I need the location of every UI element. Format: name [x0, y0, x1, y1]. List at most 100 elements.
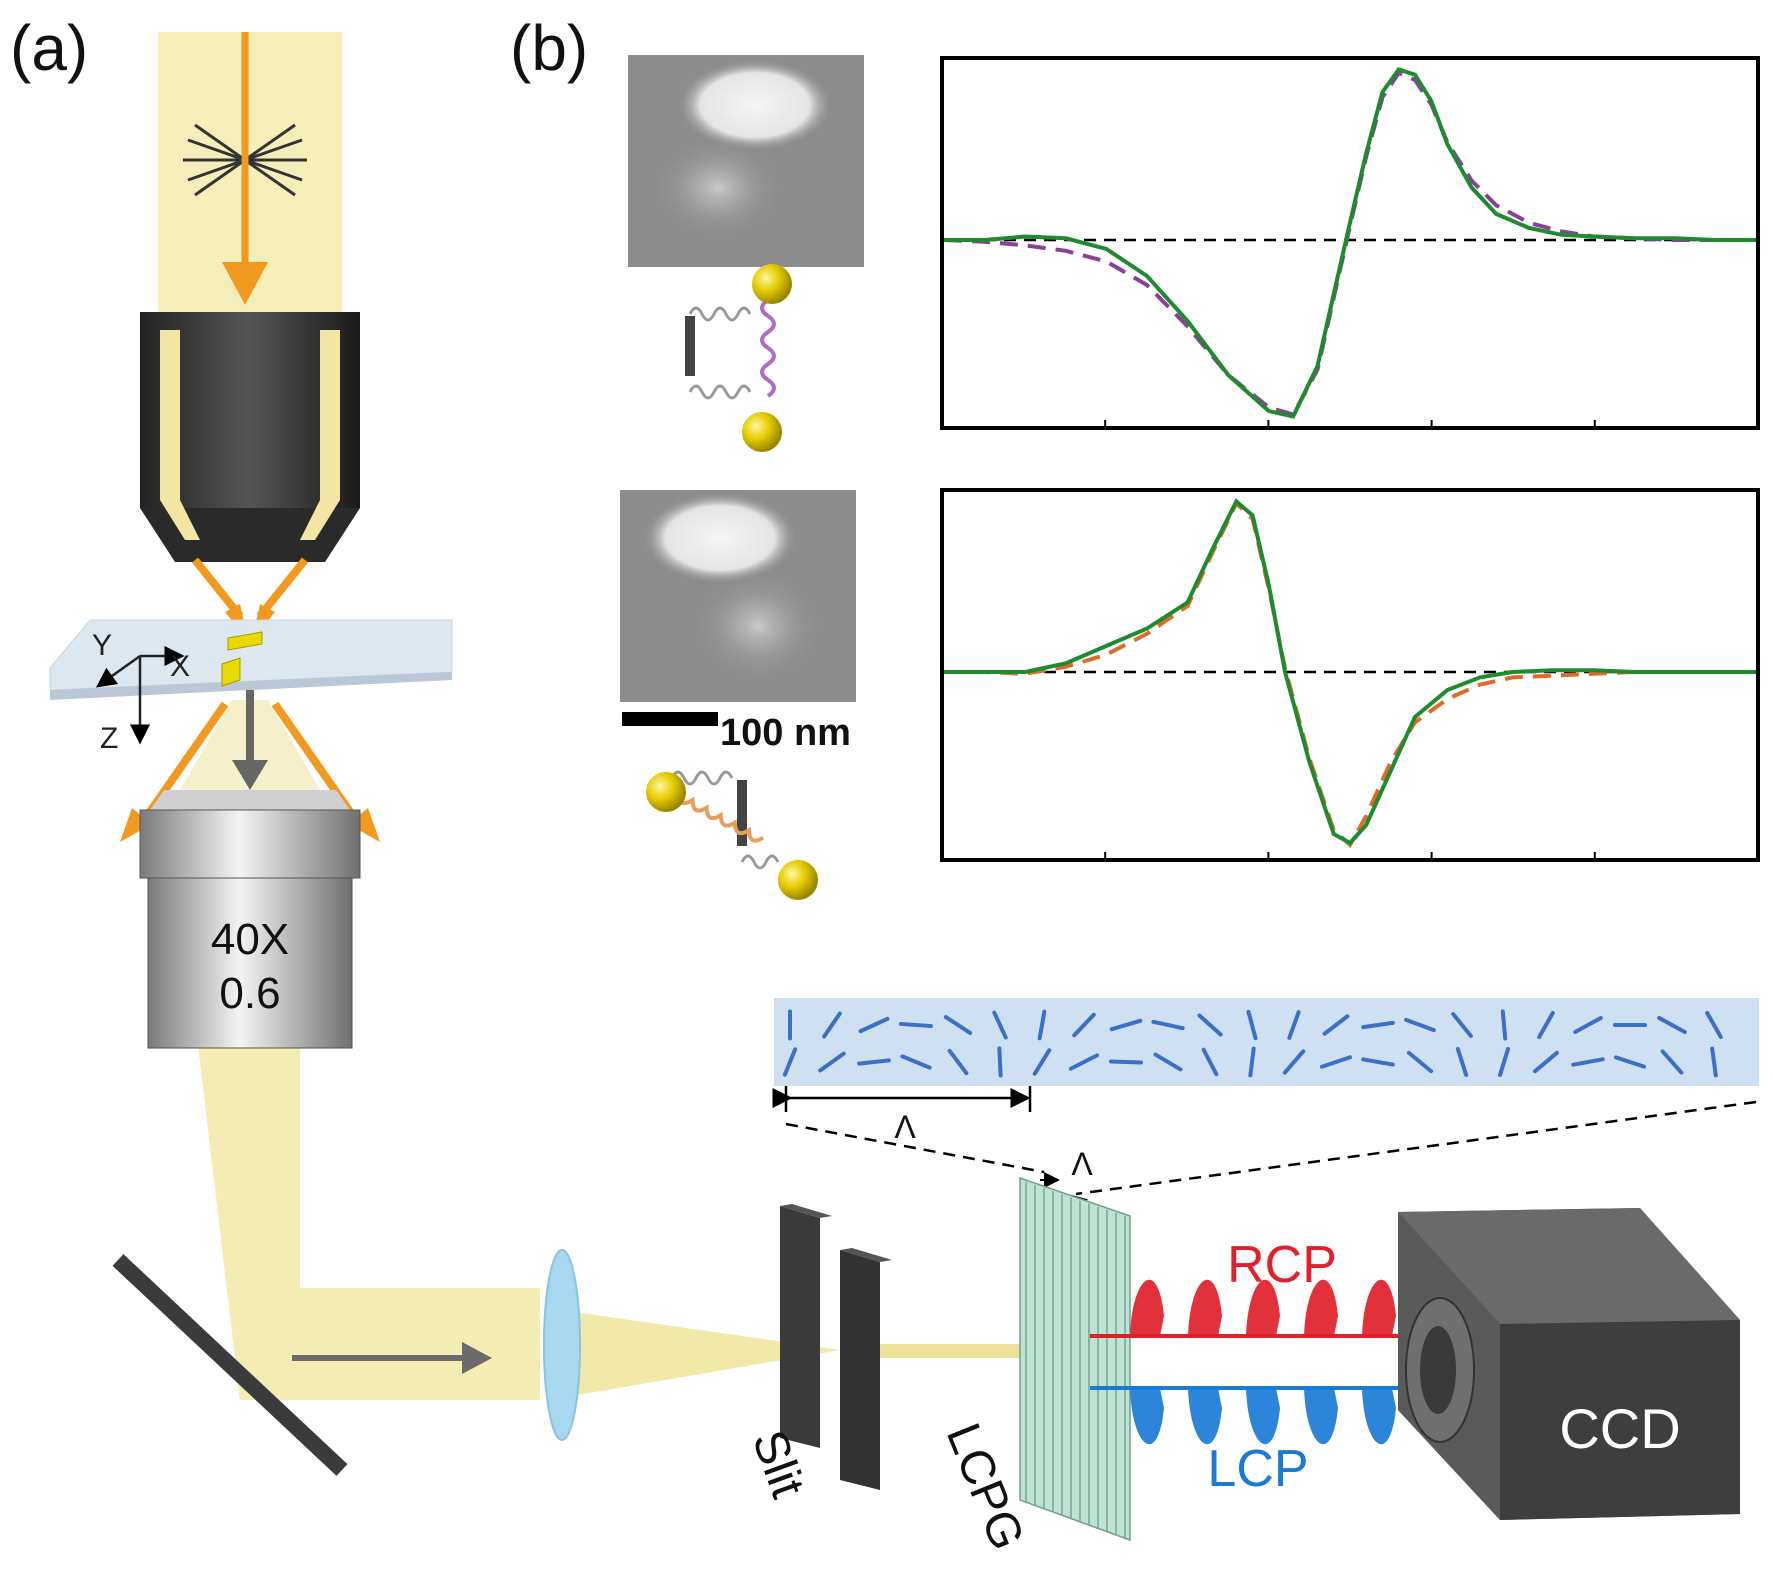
chart-bottom-series-solid: [944, 498, 1756, 846]
panel-b: (b) 100 nm: [510, 12, 1760, 900]
lcp-lobe: [1246, 1388, 1280, 1445]
lc-molecule: [1197, 1013, 1223, 1037]
lc-molecule: [1068, 1053, 1100, 1071]
rcp-lobe: [1362, 1279, 1396, 1336]
lc-molecule: [1710, 1046, 1718, 1078]
lc-molecule: [1404, 1017, 1436, 1033]
lc-molecule: [1500, 1009, 1508, 1041]
lc-molecule: [1201, 1047, 1219, 1077]
axis-label-x: X: [170, 650, 190, 683]
lc-molecule: [857, 1058, 891, 1066]
lc-molecule: [1451, 1012, 1473, 1038]
lcp-lobe: [1130, 1388, 1164, 1445]
axis-label-z: Z: [100, 722, 118, 755]
chart-bottom-frame: [940, 488, 1760, 862]
lc-molecule: [943, 1015, 973, 1035]
model-bottom: [646, 770, 818, 900]
chart-bottom: [940, 488, 1760, 862]
objective-magnification: 40X: [211, 915, 289, 964]
lc-molecule: [1151, 1019, 1185, 1031]
lc-molecule: [1660, 1049, 1684, 1075]
lc-molecule: [1573, 1015, 1603, 1035]
slit: [780, 1204, 892, 1490]
collimated-beam: [196, 1028, 540, 1400]
lc-molecule: [818, 1051, 846, 1073]
lc-molecule: [997, 1046, 1003, 1078]
chart-top-series-solid: [944, 67, 1756, 419]
rcp-lobe: [1130, 1279, 1164, 1336]
lc-molecule: [1613, 1055, 1647, 1069]
lcp-helix: [1090, 1380, 1440, 1445]
lc-molecule: [1406, 1050, 1434, 1074]
chart-top: [940, 56, 1760, 430]
lc-molecule: [947, 1048, 969, 1076]
collection-objective: [139, 790, 361, 1049]
scale-bar-label: 100 nm: [720, 712, 851, 754]
panel-label-b: (b): [510, 12, 588, 84]
lc-molecule: [1533, 1050, 1559, 1074]
sem-image-bottom: [620, 490, 856, 702]
lc-molecule: [1246, 1009, 1258, 1041]
rcp-lobe: [1188, 1279, 1222, 1336]
label-ccd: CCD: [1559, 1397, 1680, 1460]
lc-molecule: [1571, 1057, 1605, 1067]
lc-molecule: [1537, 1010, 1555, 1040]
lc-molecule: [1319, 1055, 1353, 1069]
rcp-lobe: [1246, 1279, 1280, 1336]
circular-polarization-beams: [1090, 1279, 1440, 1445]
label-rcp: RCP: [1227, 1236, 1337, 1294]
lcpg-element: [1019, 1176, 1131, 1542]
lcp-lobe: [1362, 1388, 1396, 1445]
ccd-camera: [1398, 1208, 1740, 1520]
lc-molecule: [1153, 1052, 1183, 1072]
rcp-helix: [1090, 1279, 1440, 1344]
nanostructure: [221, 631, 263, 687]
lc-molecule: [1109, 1018, 1143, 1032]
lc-molecule: [1657, 1015, 1687, 1035]
grating-strip: [774, 998, 1759, 1086]
lcp-lobe: [1188, 1388, 1222, 1445]
lc-molecule: [900, 1054, 932, 1070]
chart-bottom-series-dashed: [944, 499, 1756, 848]
chart-top-frame: [940, 56, 1760, 430]
grating-detail: Λ Λ: [772, 998, 1759, 1213]
label-lcpg: LCPG: [936, 1416, 1034, 1557]
panel-a: Y X Z 40X 0.6 (a): [10, 12, 1075, 1476]
lc-molecule: [782, 1047, 798, 1077]
sem-image-top: [628, 55, 864, 267]
lc-molecule: [1287, 1010, 1301, 1040]
mirror: [112, 1254, 348, 1476]
lc-molecule: [822, 1011, 842, 1039]
lc-molecule: [1361, 1020, 1395, 1030]
lc-molecule: [1037, 1009, 1047, 1041]
lc-molecule: [1282, 1049, 1306, 1075]
lc-molecule: [1705, 1010, 1723, 1040]
rcp-lobe: [1304, 1279, 1338, 1336]
objective-na: 0.6: [219, 969, 280, 1018]
lc-molecule: [899, 1021, 933, 1029]
lc-molecule: [1322, 1014, 1350, 1036]
focused-beam: [560, 1310, 840, 1398]
lc-molecule: [1072, 1012, 1096, 1038]
incoming-beam: [158, 32, 342, 362]
lcp-lobe: [1304, 1388, 1338, 1445]
lc-molecule: [1109, 1059, 1143, 1065]
lc-molecule: [1248, 1046, 1256, 1078]
lc-molecule: [1497, 1046, 1511, 1078]
lc-molecule: [1032, 1048, 1052, 1076]
lc-molecules: [782, 1009, 1723, 1078]
period-label-grating: Λ: [1071, 1146, 1093, 1182]
illumination-objective: [140, 312, 360, 562]
lc-molecule: [858, 1016, 890, 1034]
coordinate-axes: [95, 646, 185, 745]
axis-label-y: Y: [92, 629, 112, 662]
model-top: [685, 264, 792, 452]
lc-molecule: [992, 1010, 1008, 1040]
lens: [543, 1249, 581, 1441]
label-lcp: LCP: [1207, 1440, 1308, 1498]
focusing-rays: [191, 557, 309, 619]
scale-bar: [622, 712, 718, 726]
lc-molecule: [1455, 1047, 1469, 1077]
panel-label-a: (a): [10, 12, 88, 84]
